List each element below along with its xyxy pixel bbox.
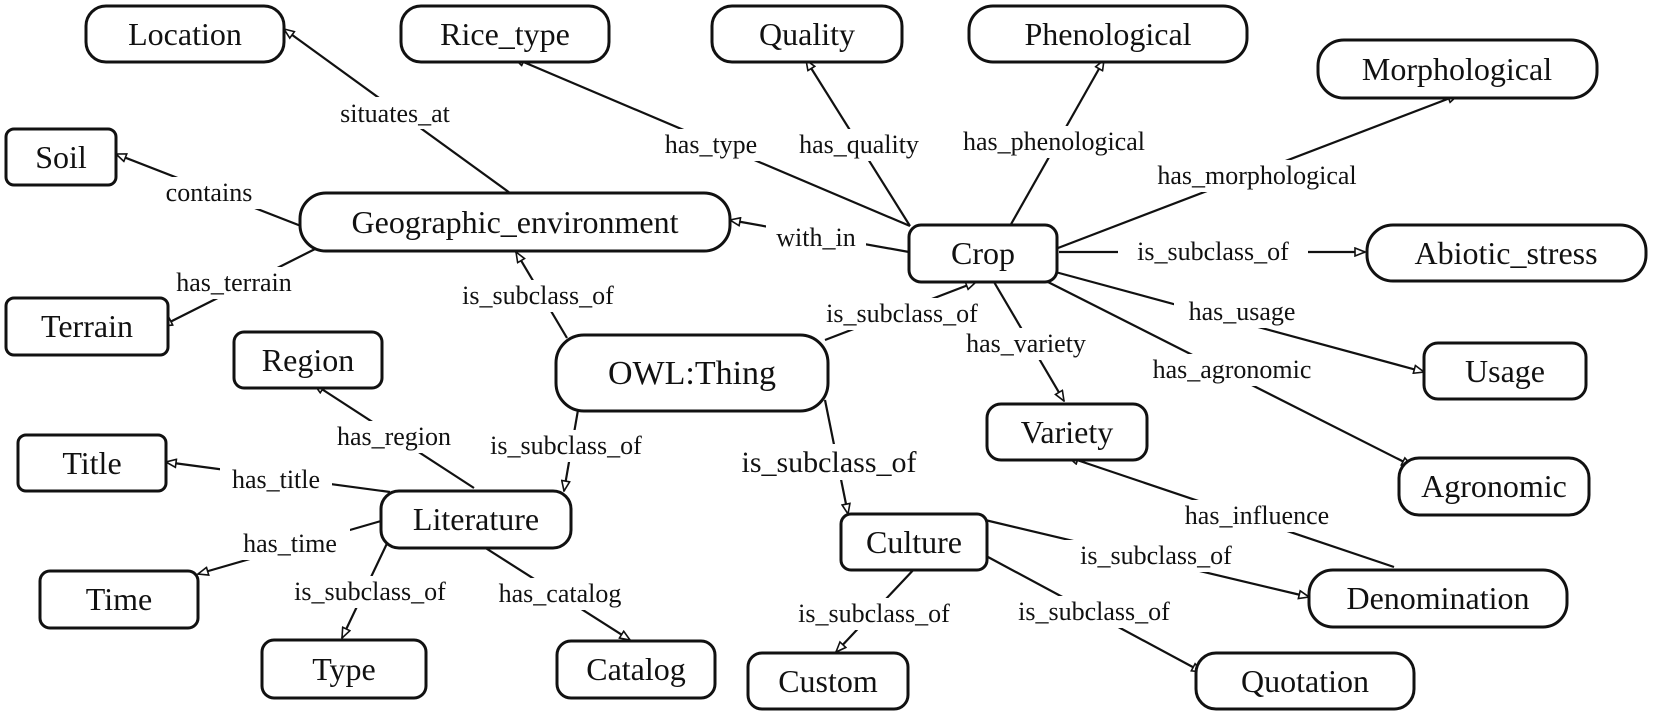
node-morphological-label: Morphological: [1362, 51, 1552, 87]
node-morphological: Morphological: [1316, 38, 1599, 100]
node-usage-label: Usage: [1465, 353, 1545, 389]
node-terrain: Terrain: [4, 296, 170, 357]
node-quotation: Quotation: [1194, 651, 1416, 711]
node-soil-label: Soil: [35, 139, 87, 175]
node-culture: Culture: [839, 512, 989, 572]
label-situates-at: situates_at: [340, 99, 451, 128]
node-owl-thing-label: OWL:Thing: [608, 355, 776, 392]
label-type-subclass: is_subclass_of: [294, 577, 446, 606]
label-has-time: has_time: [243, 529, 337, 558]
nodes: Location Rice_type Quality Phenological …: [4, 4, 1648, 711]
node-rice-type: Rice_type: [399, 4, 611, 64]
node-phenological-label: Phenological: [1024, 16, 1191, 52]
node-abiotic-stress-label: Abiotic_stress: [1414, 235, 1597, 271]
label-literature-subclass: is_subclass_of: [490, 431, 642, 460]
node-type-label: Type: [312, 651, 376, 687]
node-variety: Variety: [985, 402, 1149, 462]
node-soil: Soil: [4, 127, 118, 187]
node-custom-label: Custom: [778, 663, 878, 699]
node-region: Region: [232, 330, 384, 390]
label-geo-subclass: is_subclass_of: [462, 281, 614, 310]
node-catalog: Catalog: [555, 639, 717, 700]
label-has-catalog: has_catalog: [499, 579, 622, 608]
edge-labels: situates_at contains has_terrain has_typ…: [151, 97, 1381, 630]
node-title: Title: [16, 433, 168, 493]
label-denomination-subclass: is_subclass_of: [1080, 541, 1232, 570]
node-literature: Literature: [379, 489, 573, 550]
label-has-usage: has_usage: [1189, 297, 1296, 326]
label-quotation-subclass: is_subclass_of: [1018, 597, 1170, 626]
node-culture-label: Culture: [866, 524, 962, 560]
node-type: Type: [260, 638, 428, 700]
label-with-in: with_in: [776, 223, 855, 252]
node-variety-label: Variety: [1021, 414, 1113, 450]
label-has-type: has_type: [665, 130, 757, 159]
node-time-label: Time: [86, 581, 152, 617]
node-crop: Crop: [907, 223, 1059, 284]
node-crop-label: Crop: [951, 235, 1015, 271]
node-literature-label: Literature: [413, 501, 539, 537]
label-has-morphological: has_morphological: [1157, 161, 1356, 190]
node-agronomic: Agronomic: [1397, 456, 1591, 517]
node-location: Location: [84, 4, 286, 64]
label-crop-subclass: is_subclass_of: [826, 299, 978, 328]
node-custom: Custom: [746, 651, 910, 711]
node-terrain-label: Terrain: [41, 308, 133, 344]
node-phenological: Phenological: [967, 4, 1249, 64]
label-has-agronomic: has_agronomic: [1153, 355, 1312, 384]
label-has-quality: has_quality: [799, 130, 919, 159]
node-region-label: Region: [262, 342, 354, 378]
label-custom-subclass: is_subclass_of: [798, 599, 950, 628]
node-usage: Usage: [1422, 341, 1588, 401]
node-quality: Quality: [710, 4, 904, 64]
node-time: Time: [38, 569, 200, 630]
node-rice-type-label: Rice_type: [440, 16, 570, 52]
node-location-label: Location: [128, 16, 242, 52]
label-has-region: has_region: [337, 422, 451, 451]
node-quality-label: Quality: [759, 16, 855, 52]
label-has-variety: has_variety: [966, 329, 1086, 358]
label-has-title: has_title: [232, 465, 320, 494]
label-culture-subclass: is_subclass_of: [742, 446, 917, 479]
node-agronomic-label: Agronomic: [1421, 468, 1567, 504]
node-geographic-environment: Geographic_environment: [298, 191, 732, 253]
label-contains: contains: [166, 178, 253, 207]
label-has-influence: has_influence: [1185, 501, 1329, 530]
label-crop-abiotic-subclass: is_subclass_of: [1137, 237, 1289, 266]
label-has-terrain: has_terrain: [176, 268, 292, 297]
node-geographic-environment-label: Geographic_environment: [352, 204, 679, 240]
node-denomination: Denomination: [1307, 568, 1569, 629]
node-catalog-label: Catalog: [586, 651, 686, 687]
node-quotation-label: Quotation: [1241, 663, 1369, 699]
label-has-phenological: has_phenological: [963, 127, 1145, 156]
node-denomination-label: Denomination: [1346, 580, 1529, 616]
node-owl-thing: OWL:Thing: [554, 333, 830, 413]
node-abiotic-stress: Abiotic_stress: [1365, 223, 1648, 283]
node-title-label: Title: [62, 445, 121, 481]
